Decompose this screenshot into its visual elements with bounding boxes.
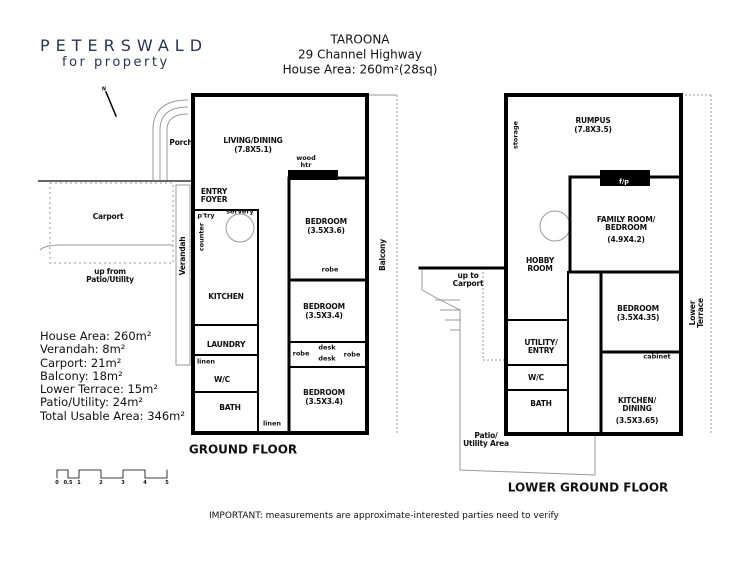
north-arrow-icon [105, 91, 117, 117]
room-laundry: LAUNDRY [206, 340, 246, 350]
linen-label: linen [262, 419, 282, 428]
scale-tick: 0.5 [63, 480, 73, 486]
robe-label: robe [321, 265, 339, 274]
room-bedroom-1: BEDROOM [305, 217, 347, 227]
room-entry-foyer: ENTRY FOYER [200, 187, 228, 204]
room-bedroom-2-size: (3.5X3.4) [305, 311, 343, 321]
logo-tagline: for property [62, 55, 170, 70]
area-line: Total Usable Area: 346m² [40, 408, 185, 423]
scale-tick: 0 [55, 480, 59, 486]
area-line: Patio/Utility: 24m² [40, 395, 144, 410]
room-bedroom-3: BEDROOM [303, 388, 345, 398]
porch-label: Porch [169, 138, 193, 148]
desk-label: desk [318, 354, 336, 363]
desk-label: desk [318, 343, 336, 352]
scale-tick: 3 [121, 480, 125, 486]
room-kitchen-dining-size: (3.5X3.65) [615, 416, 659, 426]
disclaimer-note: IMPORTANT: measurements are approximate-… [209, 511, 559, 521]
area-line: House Area: 260m² [40, 329, 152, 343]
room-rumpus: RUMPUS [575, 116, 611, 126]
scale-tick: 4 [143, 480, 147, 486]
room-lower-bedroom: BEDROOM [617, 304, 659, 314]
area-line: Lower Terrace: 15m² [40, 382, 158, 397]
compass-label: N [101, 86, 107, 93]
room-living-dining: LIVING/DINING [223, 136, 283, 146]
area-line: Verandah: 8m² [40, 342, 126, 357]
room-rumpus-size: (7.8X3.5) [574, 125, 612, 135]
wood-heater: wood htr [296, 154, 316, 169]
linen-label: linen [196, 357, 216, 366]
suburb: TAROONA [330, 32, 390, 47]
carport-label: Carport [92, 212, 124, 222]
robe-label: robe [292, 349, 310, 358]
room-bedroom-1-size: (3.5X3.6) [307, 226, 345, 236]
room-lower-wc: W/C [528, 373, 544, 383]
storage-label: storage [511, 120, 520, 150]
cabinet-label: cabinet [643, 352, 671, 361]
carport-outline [49, 182, 174, 264]
ground-floor-title: GROUND FLOOR [188, 442, 298, 457]
room-bedroom-2: BEDROOM [303, 302, 345, 312]
room-lower-bath: BATH [530, 399, 552, 409]
room-bath: BATH [219, 403, 241, 413]
scale-tick: 2 [99, 480, 103, 486]
room-hobby: HOBBY ROOM [525, 256, 555, 273]
room-wc: W/C [214, 375, 230, 385]
room-family-bedroom: FAMILY ROOM/ BEDROOM [596, 215, 656, 232]
patio-label: Patio/ Utility Area [463, 431, 509, 448]
address: 29 Channel Highway [297, 47, 423, 62]
room-bedroom-3-size: (3.5X3.4) [305, 397, 343, 407]
room-utility-entry: UTILITY/ ENTRY [524, 338, 558, 355]
verandah-label: Verandah [178, 236, 188, 276]
house-area: House Area: 260m²(28sq) [282, 62, 438, 77]
robe-label: robe [343, 350, 361, 359]
fireplace-label: f/p [619, 177, 629, 186]
scale-tick: 1 [77, 480, 81, 486]
room-lower-bedroom-size: (3.5X4.35) [616, 313, 660, 323]
pantry-label: p'try [197, 211, 215, 220]
scale-tick: 5 [165, 480, 169, 486]
room-family-size: (4.9X4.2) [607, 235, 645, 245]
room-kitchen: KITCHEN [208, 292, 244, 302]
lower-floor-title: LOWER GROUND FLOOR [507, 480, 669, 495]
area-line: Carport: 21m² [40, 355, 122, 370]
area-line: Balcony: 18m² [40, 368, 123, 383]
room-kitchen-dining: KITCHEN/ DINING [617, 396, 657, 413]
room-living-size: (7.8X5.1) [234, 145, 272, 155]
counter-label: counter [197, 222, 206, 252]
logo-name: PETERSWALD [40, 36, 209, 55]
up-to-carport-label: up to Carport [452, 271, 484, 288]
lower-terrace-label: Lower Terrace [688, 298, 705, 328]
up-from-patio-label: up from Patio/Utility [86, 267, 134, 284]
area-summary: House Area: 260m² Verandah: 8m² Carport:… [40, 329, 185, 423]
servery-label: servery [226, 207, 254, 216]
balcony-label: Balcony [378, 239, 388, 271]
